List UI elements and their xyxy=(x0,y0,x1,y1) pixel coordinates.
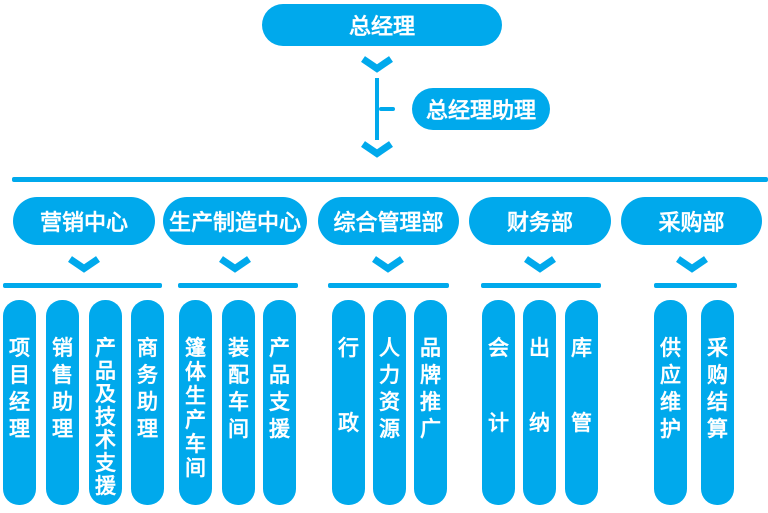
position-label-char: 资 xyxy=(379,391,400,414)
chevron-down-icon xyxy=(219,256,251,273)
position-label-char: 产 xyxy=(185,409,206,432)
connector-group-line xyxy=(178,283,298,288)
position-label-char: 体 xyxy=(185,361,206,384)
position-label-char: 会 xyxy=(488,337,509,360)
org-node-position: 供应维护 xyxy=(654,300,687,505)
position-label-char: 及 xyxy=(95,383,116,406)
position-label-char: 计 xyxy=(488,412,509,435)
position-label-char: 应 xyxy=(660,364,681,387)
position-label-char: 人 xyxy=(379,337,400,360)
position-label-char: 品 xyxy=(420,337,441,360)
position-label-char: 产 xyxy=(95,337,116,360)
position-label-char: 配 xyxy=(228,364,249,387)
connector-vertical-line xyxy=(375,78,379,140)
position-label-char: 源 xyxy=(379,418,400,441)
position-label-char: 算 xyxy=(707,418,728,441)
org-node-position: 装配车间 xyxy=(222,300,255,505)
org-node-position: 采购结算 xyxy=(701,300,734,505)
position-label-char: 援 xyxy=(95,475,116,498)
position-label-char: 牌 xyxy=(420,364,441,387)
position-label-char: 广 xyxy=(420,418,441,441)
position-label-char: 理 xyxy=(9,418,30,441)
connector-group-line xyxy=(481,283,601,288)
connector-group-line xyxy=(3,283,162,288)
position-label-char: 间 xyxy=(185,457,206,480)
position-label-char: 技 xyxy=(95,406,116,429)
org-node-department: 生产制造中心 xyxy=(163,197,307,245)
position-label-char: 间 xyxy=(228,418,249,441)
position-label-char: 支 xyxy=(269,391,290,414)
chevron-down-icon xyxy=(361,56,393,73)
position-label-char: 项 xyxy=(9,337,30,360)
position-label-char: 生 xyxy=(185,385,206,408)
position-label-char: 援 xyxy=(269,418,290,441)
org-node-position: 会计 xyxy=(482,300,515,505)
position-label-char: 理 xyxy=(137,418,158,441)
position-label-char: 篷 xyxy=(185,337,206,360)
chevron-down-icon xyxy=(524,256,556,273)
org-node-position: 人力资源 xyxy=(373,300,406,505)
org-node-department: 综合管理部 xyxy=(318,197,459,245)
connector-group-line xyxy=(328,283,449,288)
position-label-char: 采 xyxy=(707,337,728,360)
position-label-char: 推 xyxy=(420,391,441,414)
position-label-char: 术 xyxy=(95,429,116,452)
position-label-char: 行 xyxy=(338,337,359,360)
org-node-department: 采购部 xyxy=(621,197,762,245)
position-label-char: 目 xyxy=(9,364,30,387)
position-label-char: 库 xyxy=(571,337,592,360)
chevron-down-icon xyxy=(372,256,404,273)
org-node-position: 商务助理 xyxy=(131,300,164,505)
position-label-char: 销 xyxy=(52,337,73,360)
org-node-position: 出纳 xyxy=(523,300,556,505)
position-label-char: 供 xyxy=(660,337,681,360)
org-node-position: 项目经理 xyxy=(3,300,36,505)
position-label-char: 维 xyxy=(660,391,681,414)
position-label-char: 购 xyxy=(707,364,728,387)
chevron-down-icon xyxy=(361,141,393,158)
position-label-char: 售 xyxy=(52,364,73,387)
position-label-char: 纳 xyxy=(529,412,550,435)
org-node-department: 财务部 xyxy=(469,197,611,245)
position-label-char: 结 xyxy=(707,391,728,414)
position-label-char: 支 xyxy=(95,452,116,475)
position-label-char: 出 xyxy=(529,337,550,360)
position-label-char: 助 xyxy=(137,391,158,414)
org-node-position: 篷体生产车间 xyxy=(179,300,212,505)
position-label-char: 产 xyxy=(269,337,290,360)
connector-branch-line xyxy=(379,107,395,111)
position-label-char: 经 xyxy=(9,391,30,414)
position-label-char: 商 xyxy=(137,337,158,360)
org-node-position: 产品及技术支援 xyxy=(89,300,122,505)
position-label-char: 护 xyxy=(660,418,681,441)
position-label-char: 理 xyxy=(52,418,73,441)
position-label-char: 力 xyxy=(379,364,400,387)
org-node-position: 销售助理 xyxy=(46,300,79,505)
org-node-root: 总经理 xyxy=(262,4,502,46)
position-label-char: 装 xyxy=(228,337,249,360)
connector-group-line xyxy=(654,283,737,288)
org-node-position: 行政 xyxy=(332,300,365,505)
position-label-char: 助 xyxy=(52,391,73,414)
chevron-down-icon xyxy=(676,256,708,273)
org-node-position: 库管 xyxy=(565,300,598,505)
position-label-char: 管 xyxy=(571,412,592,435)
org-node-position: 品牌推广 xyxy=(414,300,447,505)
chevron-down-icon xyxy=(68,256,100,273)
connector-main-line xyxy=(12,177,768,182)
org-node-assistant: 总经理助理 xyxy=(412,88,550,130)
position-label-char: 车 xyxy=(228,391,249,414)
position-label-char: 务 xyxy=(137,364,158,387)
position-label-char: 品 xyxy=(95,360,116,383)
position-label-char: 车 xyxy=(185,433,206,456)
org-node-position: 产品支援 xyxy=(263,300,296,505)
org-node-department: 营销中心 xyxy=(13,197,155,245)
position-label-char: 品 xyxy=(269,364,290,387)
position-label-char: 政 xyxy=(338,412,359,435)
